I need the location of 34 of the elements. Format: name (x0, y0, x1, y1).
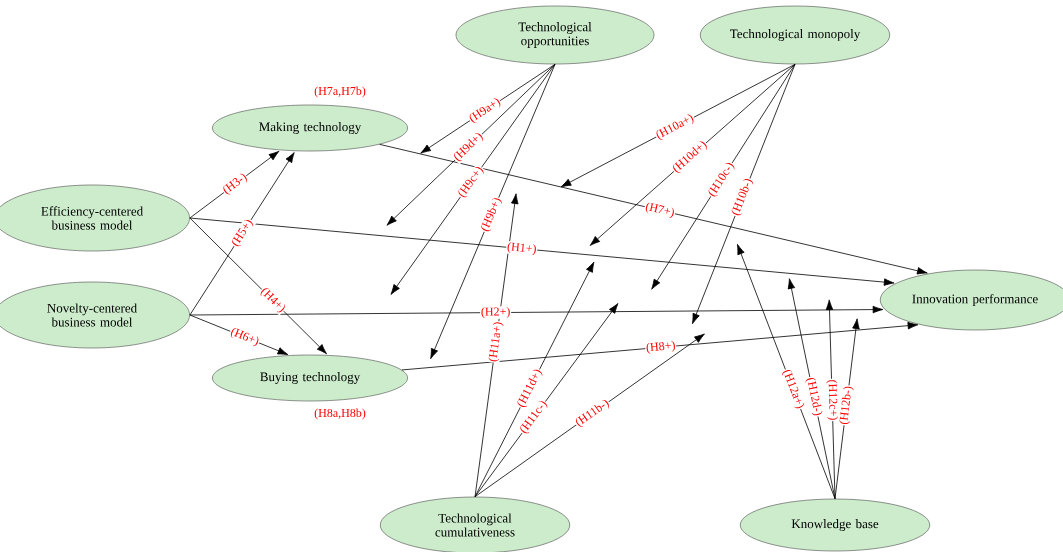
arrow (189, 217, 327, 355)
hypothesis-label: (H8a,H8b) (314, 408, 366, 420)
arrow (692, 63, 796, 325)
edge-label: (H2+) (481, 307, 510, 319)
edge-label: (H7+) (645, 202, 674, 219)
ellipse-node: Making technology (212, 104, 408, 152)
arrow (737, 244, 836, 500)
arrow (189, 305, 884, 316)
ellipse-node: Buying technology (212, 354, 408, 402)
ellipse-node: Technological cumulativeness (379, 496, 571, 552)
edge-label: (H12d-) (805, 378, 823, 416)
edge-label: (H11a+) (488, 322, 504, 362)
arrow (189, 217, 895, 286)
edge-label: (H12c+) (826, 380, 839, 420)
ellipse-node: Technological opportunities (455, 5, 655, 65)
edge-label: (H6+) (230, 327, 259, 347)
arrow (401, 321, 919, 371)
ellipse-node: Innovation performance (879, 269, 1063, 331)
edge-label: (H12b-) (839, 386, 854, 425)
arrow (189, 152, 295, 316)
arrow (386, 63, 556, 226)
ellipse-node: Knowledge base (739, 498, 931, 552)
arrow (474, 303, 619, 498)
arrow (390, 63, 556, 295)
arrow (189, 150, 280, 219)
arrow (379, 143, 928, 275)
edge-label: (H8+) (646, 340, 675, 354)
arrow (430, 63, 556, 360)
edge-label: (H1+) (507, 242, 536, 256)
arrow (474, 333, 705, 498)
arrow (651, 63, 796, 290)
arrow (589, 63, 796, 246)
ellipse-node: Technological monopoly (699, 5, 891, 65)
hypothesis-label: (H7a,H7b) (314, 86, 366, 98)
